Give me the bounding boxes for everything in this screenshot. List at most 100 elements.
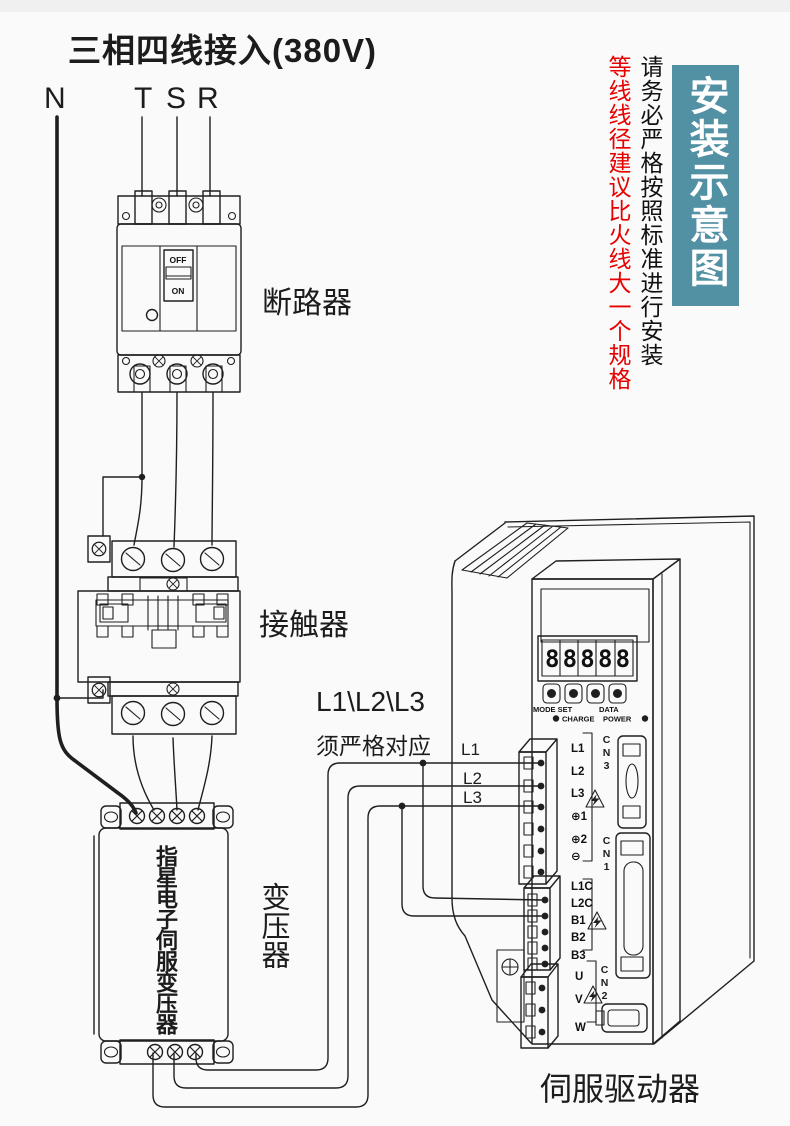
screw-icon	[152, 354, 166, 368]
control-terminal-block[interactable]	[523, 875, 561, 971]
terminal-label-p2: ⊕2	[571, 834, 587, 846]
transformer-terminal-icon	[168, 807, 186, 825]
wire-contactor-out3	[197, 735, 213, 811]
terminal-label-p1: ⊕1	[571, 811, 588, 823]
wire-to-l1	[195, 762, 543, 1071]
installation-badge: 安装示意图	[672, 65, 739, 306]
contactor-terminal-icon	[199, 546, 225, 572]
terminal-label-b2: B2	[571, 932, 586, 944]
cn2-connector[interactable]	[595, 1003, 648, 1033]
servo-drive-label: 伺服驱动器	[540, 1071, 701, 1107]
transformer-drawing	[93, 802, 234, 1065]
cn1-label: CN1	[600, 835, 613, 874]
transformer-terminal-icon	[166, 1043, 184, 1061]
breaker-on-label: ON	[172, 286, 185, 296]
terminal-label-v: V	[575, 994, 583, 1006]
terminal-label-l1c: L1C	[571, 881, 593, 893]
wire-breaker-out3	[211, 392, 214, 546]
wire-coil-a1	[102, 476, 143, 537]
wire-coil-a2	[56, 689, 104, 699]
transformer-label: 变压器	[257, 882, 289, 969]
motor-terminal-labels: U V W	[575, 971, 586, 1034]
top-margin-band	[0, 0, 790, 12]
cn3-connector[interactable]	[617, 735, 647, 829]
wire-label-l3: L3	[463, 788, 482, 807]
digital-display: 88888	[537, 635, 638, 682]
transformer-terminal-icon	[188, 807, 206, 825]
panel-buttons[interactable]	[542, 683, 627, 704]
wire-gauge-warning: 等线线径建议比火线大一个规格	[605, 55, 631, 391]
coil-screw-icon	[91, 682, 107, 698]
terminal-label-minus: ⊖	[571, 851, 581, 863]
terminal-label-b1: B1	[571, 915, 586, 927]
contactor-terminal-icon	[199, 700, 225, 726]
main-terminal-block[interactable]	[518, 738, 558, 885]
contactor-terminal-icon	[160, 701, 186, 727]
wire-contactor-out1	[132, 735, 155, 811]
wire-n-to-transformer	[55, 696, 138, 815]
phase-match-note-line2: 须严格对应	[316, 733, 431, 759]
contactor-label: 接触器	[259, 609, 349, 642]
phase-label-s: S	[166, 82, 187, 115]
junction-dot	[53, 694, 61, 702]
charge-led-icon	[552, 715, 560, 722]
contactor-terminal-icon	[160, 547, 186, 573]
circuit-breaker-drawing: OFF ON	[116, 190, 242, 393]
phase-match-note-line1: L1\L2\L3	[316, 686, 425, 717]
wiring	[53, 115, 543, 1108]
installation-badge-text: 安装示意图	[683, 75, 728, 290]
charge-label: CHARGE	[562, 715, 595, 724]
power-led-icon	[641, 715, 649, 722]
junction-dot	[398, 802, 406, 810]
wire-branch-l2c	[401, 805, 543, 917]
phase-label-n: N	[44, 82, 66, 115]
ground-screw-icon	[501, 958, 519, 976]
terminal-label-b3: B3	[571, 950, 586, 962]
wire-label-l1: L1	[461, 740, 480, 759]
control-terminal-labels: L1C L2C B1 B2 B3	[571, 881, 593, 962]
motor-terminal-block[interactable]	[520, 963, 559, 1049]
wire-to-l2	[173, 785, 543, 1089]
contactor-terminal-icon	[120, 546, 146, 572]
wire-branch-l1c	[422, 762, 543, 901]
terminal-label-l2c: L2C	[571, 898, 593, 910]
cn2-label: CN2	[598, 964, 611, 1003]
wire-breaker-out2	[173, 392, 178, 548]
junction-dot	[138, 473, 146, 481]
wire-label-l2: L2	[463, 769, 482, 788]
breaker-label: 断路器	[262, 287, 352, 320]
warning-triangle-icon	[585, 789, 605, 808]
display-value: 88888	[545, 645, 633, 673]
wire-to-l3	[152, 805, 543, 1108]
breaker-switch[interactable]	[163, 249, 194, 302]
data-label: DATA	[599, 705, 619, 714]
wire-contactor-out2	[172, 737, 178, 811]
transformer-terminal-icon	[146, 1043, 164, 1061]
contactor-terminal-icon	[120, 700, 146, 726]
cn3-label: CN3	[600, 734, 613, 773]
transformer-terminal-icon	[148, 807, 166, 825]
wire-breaker-out1	[133, 392, 143, 546]
cn1-connector[interactable]	[615, 832, 651, 979]
warning-triangle-icon	[587, 911, 607, 930]
terminal-label-l1: L1	[571, 743, 585, 755]
mode-set-label: MODE SET	[533, 705, 573, 714]
breaker-off-label: OFF	[170, 255, 187, 265]
transformer-name: 指星电子伺服变压器	[153, 845, 178, 1034]
installation-caution: 请务必严格按照标准进行安装	[637, 55, 663, 367]
power-label: POWER	[603, 715, 632, 724]
phase-label-t: T	[134, 82, 153, 115]
transformer-terminal-icon	[186, 1043, 204, 1061]
phase-label-r: R	[197, 82, 219, 115]
screw-icon	[190, 354, 204, 368]
contactor-drawing	[77, 535, 241, 735]
terminal-label-u: U	[575, 971, 583, 983]
screw-icon	[166, 577, 180, 591]
page-title: 三相四线接入(380V)	[68, 32, 378, 69]
screw-icon	[166, 682, 180, 696]
coil-screw-icon	[91, 541, 107, 557]
terminal-label-w: W	[575, 1022, 586, 1034]
terminal-label-l3: L3	[571, 788, 584, 800]
